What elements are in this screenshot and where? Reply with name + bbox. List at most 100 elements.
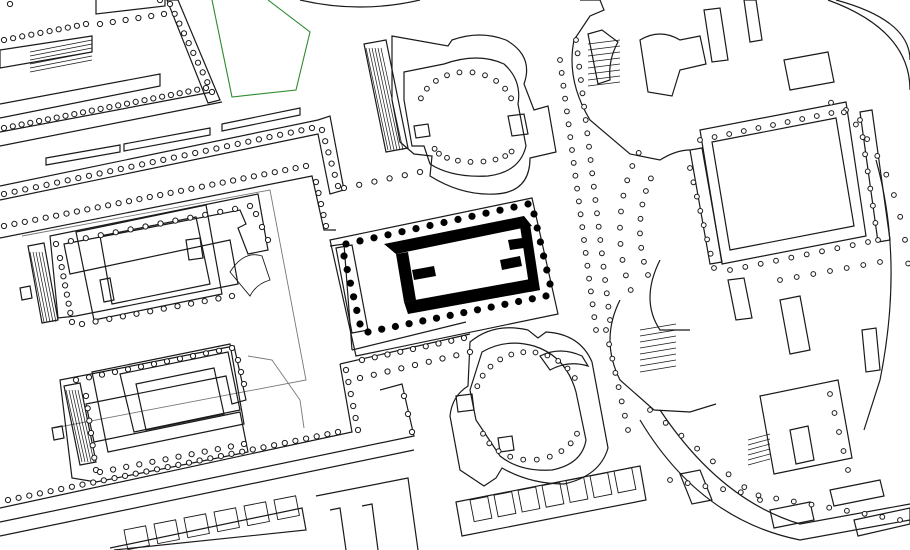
column	[148, 12, 155, 20]
upper-left-portico[interactable]	[0, 0, 223, 147]
column	[15, 494, 22, 501]
column	[757, 260, 764, 267]
column	[180, 30, 188, 37]
column	[582, 250, 589, 256]
column	[214, 446, 221, 453]
right-oval-complex[interactable]	[571, 0, 910, 541]
lower-apse-building[interactable]	[449, 327, 609, 487]
column	[139, 161, 146, 168]
central-temple-column	[530, 210, 538, 218]
column	[641, 258, 647, 265]
shop-cell	[565, 476, 589, 503]
column	[137, 363, 145, 370]
column	[793, 274, 800, 280]
upper-apse-building[interactable]	[363, 34, 557, 195]
column	[593, 327, 599, 333]
garden-plot-outline[interactable]	[211, 0, 311, 98]
shops-bottom-center[interactable]	[455, 465, 647, 537]
column	[864, 168, 871, 175]
column	[482, 72, 488, 79]
stair-step	[747, 443, 771, 451]
column	[202, 211, 209, 218]
central-temple-column	[356, 237, 364, 245]
lower-left-portico[interactable]	[0, 243, 471, 537]
stair-step	[747, 438, 771, 446]
stair-step	[374, 47, 398, 151]
column	[0, 222, 8, 230]
column	[230, 177, 237, 184]
column	[647, 407, 653, 413]
column	[318, 126, 326, 134]
column	[843, 265, 850, 271]
column	[240, 380, 248, 388]
column	[864, 136, 870, 143]
central-temple-column	[546, 280, 554, 288]
stair-step	[68, 389, 86, 463]
column	[354, 426, 362, 434]
stair-step	[747, 433, 771, 441]
column	[502, 153, 509, 159]
column	[245, 138, 252, 145]
column	[460, 334, 468, 342]
column	[255, 136, 262, 143]
column	[312, 178, 320, 186]
column	[46, 28, 53, 35]
column	[557, 57, 563, 63]
column	[480, 430, 486, 437]
column	[240, 175, 247, 182]
column	[726, 131, 733, 137]
central-colonnade-band[interactable]	[0, 107, 345, 239]
column	[160, 156, 167, 163]
column	[453, 352, 460, 359]
column	[586, 275, 592, 282]
column	[325, 149, 332, 156]
column	[648, 175, 654, 182]
column	[64, 177, 71, 184]
column	[788, 254, 795, 261]
stair-step	[639, 353, 677, 361]
temple-left-lower[interactable]	[51, 343, 305, 483]
column	[228, 344, 236, 352]
column	[60, 273, 67, 280]
shops-bottom-left[interactable]	[109, 477, 419, 550]
stair-step	[587, 75, 621, 81]
temple-left-upper[interactable]	[19, 189, 307, 429]
column	[163, 358, 171, 365]
stair-step	[29, 251, 45, 323]
column	[599, 250, 605, 257]
stair-step	[639, 365, 677, 373]
column	[96, 20, 104, 28]
column	[167, 189, 174, 196]
column	[422, 343, 429, 350]
column	[0, 36, 8, 44]
column	[707, 250, 714, 257]
column	[841, 109, 847, 116]
column	[67, 238, 75, 245]
column	[207, 455, 214, 462]
column	[620, 192, 627, 199]
column	[638, 244, 645, 251]
column	[292, 437, 299, 444]
stair-step	[365, 47, 389, 151]
column	[425, 358, 432, 365]
column	[605, 303, 612, 310]
column	[202, 350, 210, 357]
column	[94, 204, 101, 211]
upper-apse-steps	[365, 47, 404, 151]
column	[192, 149, 199, 157]
column	[111, 368, 119, 376]
column	[401, 172, 408, 179]
stair-step	[639, 335, 677, 343]
column	[188, 185, 195, 192]
column	[97, 232, 104, 239]
column	[91, 454, 98, 461]
column	[574, 50, 581, 57]
column	[591, 314, 598, 321]
column	[239, 448, 246, 455]
column	[85, 172, 93, 179]
column	[467, 159, 474, 165]
stair-step	[29, 51, 93, 65]
central-temple-column	[405, 320, 413, 328]
